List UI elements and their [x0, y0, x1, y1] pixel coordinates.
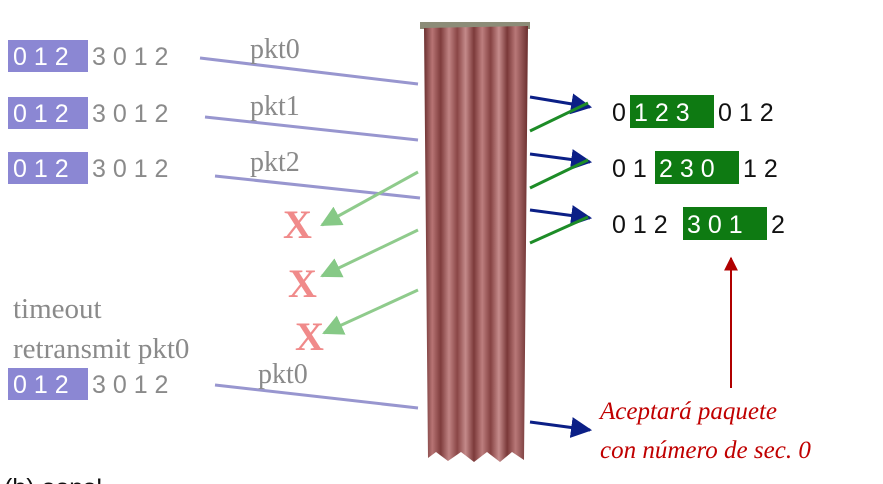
packet-label: pkt0 — [250, 34, 300, 65]
receiver-row: 0 1 2 3 0 1 2 — [612, 207, 785, 240]
receiver-seq-before: 0 — [612, 99, 626, 127]
timeout-label: timeout — [13, 293, 102, 325]
sender-window-highlight — [8, 368, 88, 400]
curtain-drape — [424, 26, 528, 462]
sender-sequence-rest: 3 0 1 2 — [92, 100, 168, 128]
sender-sequence-rest: 3 0 1 2 — [92, 371, 168, 399]
receiver-window-numbers: 1 2 3 — [634, 99, 690, 127]
packet-label: pkt2 — [250, 147, 300, 178]
sender-window-highlight — [8, 40, 88, 72]
receiver-seq-before: 0 1 2 — [612, 211, 668, 239]
packet-line — [214, 174, 421, 200]
ack-line — [529, 158, 589, 190]
delivered-arrow — [529, 149, 593, 170]
receiver-seq-after: 0 1 2 — [718, 99, 774, 127]
ack-line — [529, 215, 589, 245]
receiver-window-numbers: 3 0 1 — [687, 211, 743, 239]
lost-ack-arrow — [320, 228, 419, 278]
packet-line — [204, 115, 419, 142]
lost-mark-x: X — [288, 261, 317, 306]
sender-window-numbers: 0 1 2 — [13, 100, 69, 128]
note-line-1: Aceptará paquete — [598, 398, 777, 425]
receiver-window-numbers: 2 3 0 — [659, 155, 715, 183]
packet-line — [199, 56, 419, 86]
sender-row: 0 1 2 3 0 1 2 pkt0 — [8, 34, 419, 86]
receiver-row: 0 1 2 3 0 1 2 — [612, 151, 778, 184]
receiver-row: 0 1 2 3 0 1 2 — [612, 95, 774, 128]
note-line-2: con número de sec. 0 — [600, 437, 811, 464]
lost-mark-x: X — [283, 202, 312, 247]
figure-caption: (b) oops! — [4, 474, 103, 484]
sender-window-highlight — [8, 152, 88, 184]
sender-row: 0 1 2 3 0 1 2 pkt1 — [8, 91, 419, 142]
retransmit-row: 0 1 2 3 0 1 2 pkt0 — [8, 359, 419, 410]
receiver-seq-before: 0 1 — [612, 155, 647, 183]
packet-label: pkt1 — [250, 91, 300, 122]
sender-sequence-rest: 3 0 1 2 — [92, 43, 168, 71]
delivered-arrow — [529, 205, 593, 226]
sender-row: 0 1 2 3 0 1 2 pkt2 — [8, 147, 421, 200]
receiver-arrows — [529, 93, 593, 438]
sender-sequence-rest: 3 0 1 2 — [92, 155, 168, 183]
ack-line — [529, 101, 589, 133]
packet-label: pkt0 — [258, 359, 308, 390]
receiver-seq-after: 2 — [771, 211, 785, 239]
receiver-window-highlight — [630, 95, 714, 128]
lost-ack-arrow — [322, 288, 419, 335]
receiver-seq-after: 1 2 — [743, 155, 778, 183]
delivered-arrow — [529, 417, 593, 438]
sender-window-numbers: 0 1 2 — [13, 43, 69, 71]
retransmit-label: retransmit pkt0 — [13, 333, 189, 365]
lost-mark-x: X — [295, 314, 324, 359]
packet-line — [214, 383, 419, 410]
curtain-illustration — [420, 22, 530, 462]
sender-window-numbers: 0 1 2 — [13, 371, 69, 399]
lost-ack-arrow — [320, 170, 419, 227]
curtain-rod — [420, 22, 530, 29]
receiver-window-highlight — [683, 207, 767, 240]
receiver-window-highlight — [655, 151, 739, 184]
sender-window-highlight — [8, 97, 88, 129]
sender-window-numbers: 0 1 2 — [13, 155, 69, 183]
